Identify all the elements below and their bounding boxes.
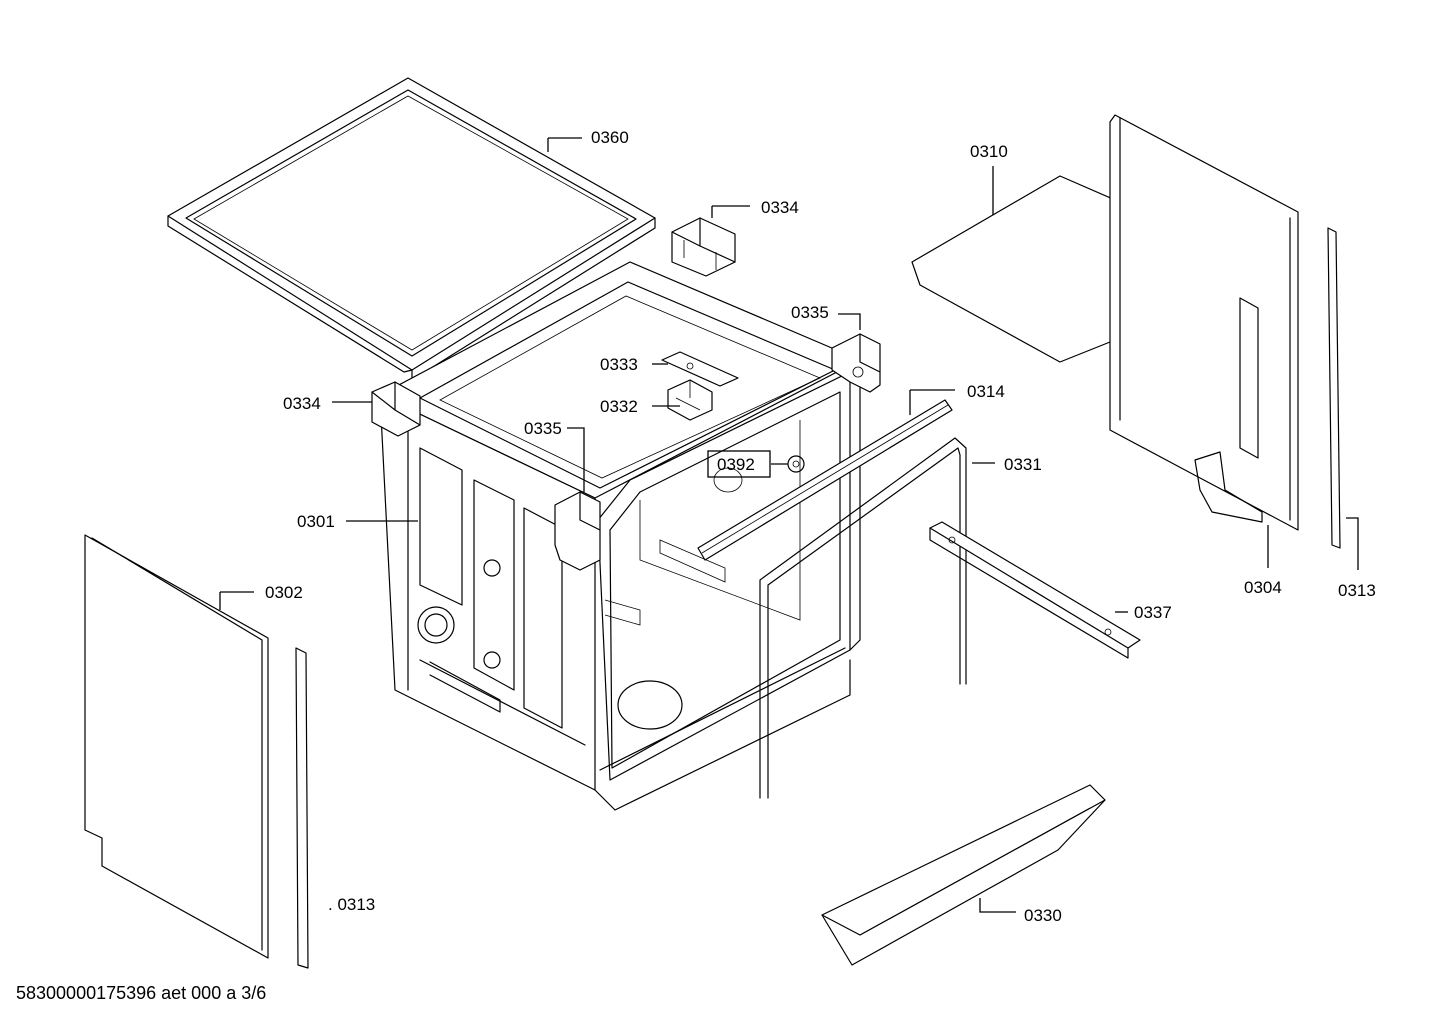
callout-0302: 0302 (265, 583, 303, 602)
callout-0310: 0310 (970, 142, 1008, 161)
callout-0335-mid: 0335 (524, 419, 562, 438)
callout-0333: 0333 (600, 355, 638, 374)
part-0313-left-trim (295, 647, 309, 969)
callout-0301: 0301 (297, 512, 335, 531)
callout-0314: 0314 (967, 382, 1005, 401)
leader-lines (219, 137, 1359, 913)
part-0331-seal (759, 437, 967, 799)
part-0304-right-side-panel (1109, 114, 1299, 531)
part-0301-tub-frame (379, 261, 861, 811)
callout-0335-right: 0335 (791, 303, 829, 322)
callout-0337: 0337 (1134, 603, 1172, 622)
callout-0331: 0331 (1004, 455, 1042, 474)
callout-0313-left: . 0313 (328, 895, 375, 914)
part-0313-right-trim (1327, 227, 1341, 549)
part-0334-left-hinge-block (371, 381, 421, 437)
part-0330-base-plinth (821, 784, 1106, 966)
part-0335-mid-hinge (554, 491, 601, 571)
callout-0334-left: 0334 (283, 394, 321, 413)
part-0332-latch (667, 379, 713, 421)
callout-0332: 0332 (600, 397, 638, 416)
callout-0392: 0392 (717, 455, 755, 474)
part-0314-rail (697, 399, 953, 561)
callout-0334-top: 0334 (761, 198, 799, 217)
part-0335-right-hinge (831, 333, 881, 393)
part-0302-left-side-panel (84, 534, 269, 959)
callout-0360: 0360 (591, 128, 629, 147)
part-0333-bracket (661, 351, 739, 387)
callout-0330: 0330 (1024, 906, 1062, 925)
callout-labels: 0360 0334 0310 0335 0333 0332 0334 0314 … (265, 128, 1376, 925)
drawing-id: 58300000175396 aet 000 a 3/6 (16, 983, 266, 1003)
part-0392-bearing (787, 455, 805, 473)
callout-0313-right: 0313 (1338, 581, 1376, 600)
callout-0304: 0304 (1244, 578, 1282, 597)
part-0360-top-panel (167, 77, 656, 381)
callout-0392-box (707, 450, 771, 478)
part-0337-side-rail (929, 521, 1141, 659)
part-0334-top-hinge-block (671, 217, 736, 277)
